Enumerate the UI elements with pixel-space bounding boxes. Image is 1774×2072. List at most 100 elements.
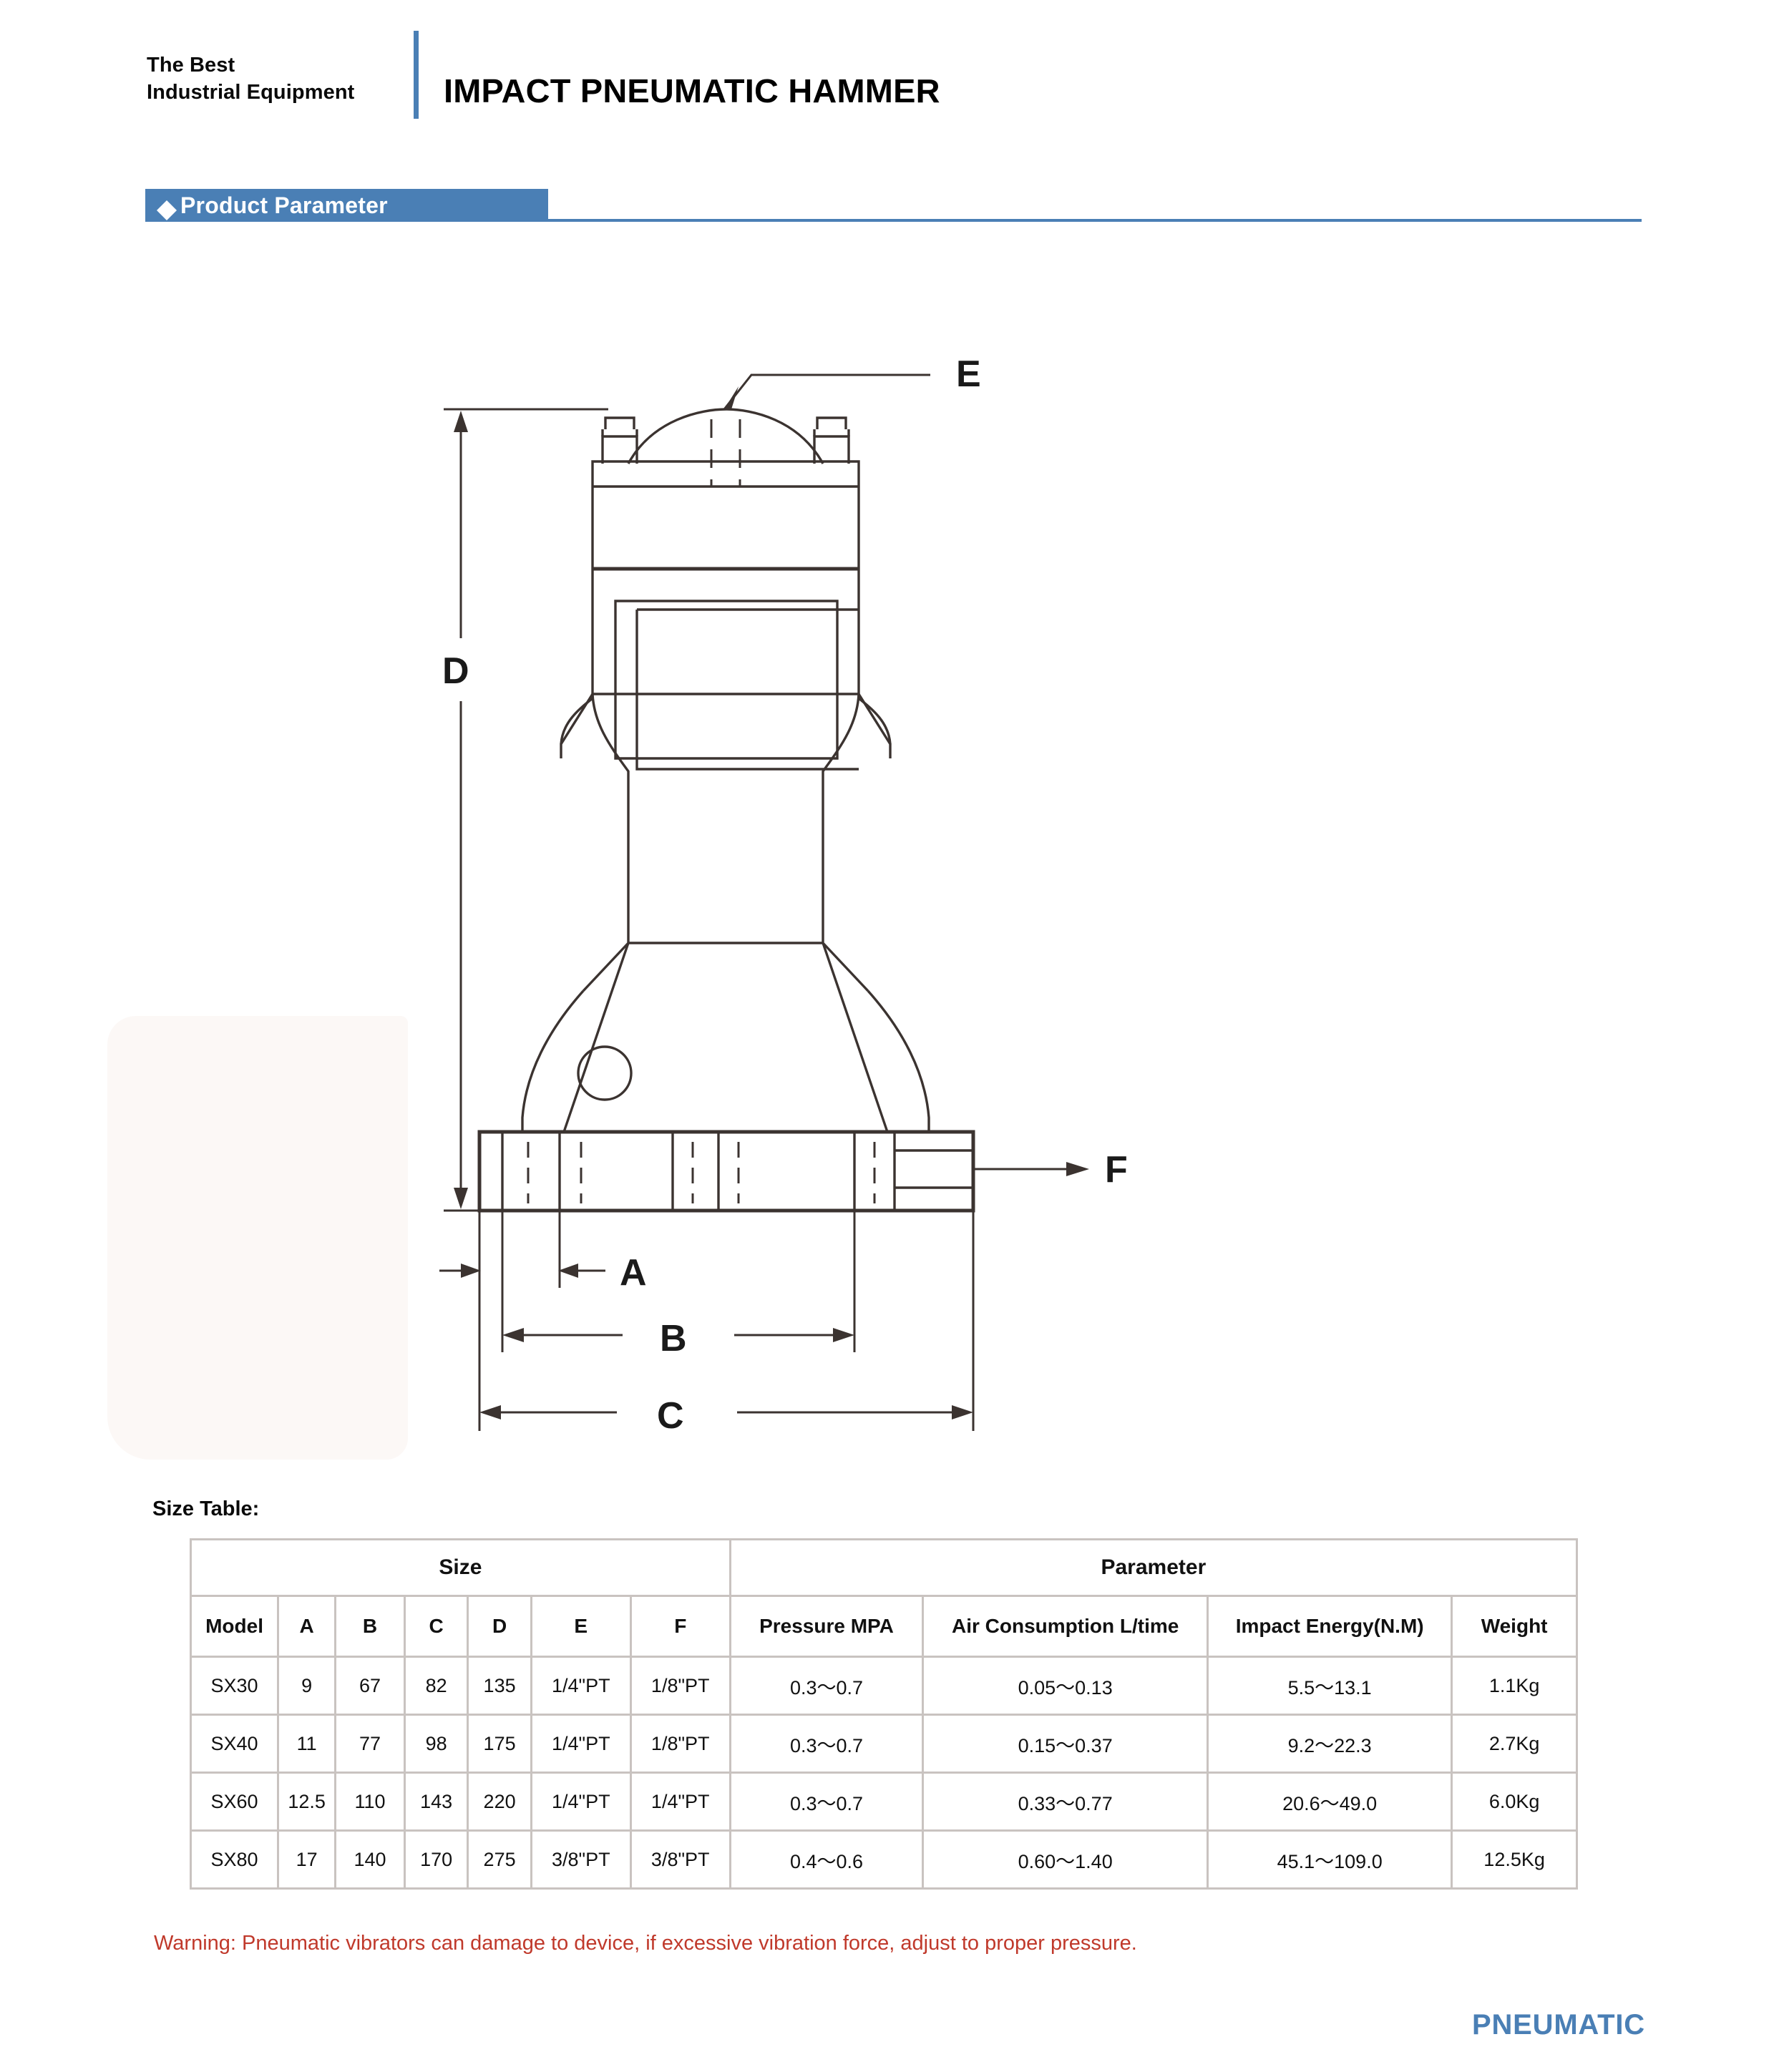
- product-technical-drawing: E D F A: [401, 358, 1259, 1474]
- dimension-label-B: B: [660, 1318, 687, 1359]
- cell-b: 77: [334, 1714, 406, 1774]
- dimension-callout-E: [723, 373, 930, 410]
- cell-pressure: 0.4～0.6: [728, 1829, 925, 1890]
- cell-d: 135: [467, 1656, 532, 1716]
- cell-b: 67: [334, 1656, 406, 1716]
- cell-f: 1/4"PT: [629, 1772, 731, 1832]
- dimension-line-C: [478, 1211, 975, 1431]
- cell-energy: 45.1～109.0: [1207, 1829, 1453, 1890]
- dimension-label-F: F: [1105, 1149, 1128, 1191]
- hammer-dome-cap: [601, 408, 850, 487]
- hammer-neck: [560, 693, 892, 930]
- size-table-heading: Size Table:: [152, 1497, 260, 1520]
- cell-c: 82: [403, 1656, 469, 1716]
- hammer-upper-housing: [591, 460, 860, 695]
- cell-energy: 9.2～22.3: [1207, 1714, 1453, 1774]
- company-tagline-line-1: The Best: [147, 54, 235, 77]
- page-title: IMPACT PNEUMATIC HAMMER: [444, 72, 940, 109]
- table-column-header-row: Model A B C D E F Pressure MPA Air Consu…: [189, 1595, 1578, 1658]
- col-header-c: C: [403, 1595, 469, 1658]
- background-watermark: [107, 1016, 408, 1460]
- dimension-label-C: C: [657, 1395, 684, 1437]
- hammer-base-plate: [477, 1130, 975, 1213]
- spec-table-container: Size Parameter Model A B C D E F Pressur…: [189, 1538, 1579, 1890]
- cell-c: 170: [403, 1829, 469, 1890]
- diamond-icon: [157, 190, 177, 220]
- dimension-line-A: [439, 1211, 605, 1288]
- dimension-line-D: [444, 408, 608, 1212]
- cell-d: 175: [467, 1714, 532, 1774]
- cell-c: 143: [403, 1772, 469, 1832]
- header-vertical-divider: [414, 31, 419, 119]
- cell-d: 220: [467, 1772, 532, 1832]
- table-row: SX30 9 67 82 135 1/4"PT 1/8"PT 0.3～0.7 0…: [189, 1656, 1578, 1716]
- cell-model: SX40: [189, 1714, 280, 1774]
- cell-model: SX30: [189, 1656, 280, 1716]
- table-group-header-row: Size Parameter: [190, 1538, 1579, 1597]
- cell-air: 0.60～1.40: [922, 1829, 1209, 1890]
- specifications-table: Size Parameter Model A B C D E F Pressur…: [189, 1538, 1579, 1890]
- dimension-line-F: [973, 1162, 1089, 1176]
- cell-f: 1/8"PT: [629, 1656, 731, 1716]
- col-header-model: Model: [189, 1595, 280, 1658]
- col-header-air: Air Consumption L/time: [922, 1595, 1209, 1658]
- dimension-label-D: D: [442, 650, 469, 692]
- cell-a: 12.5: [277, 1772, 337, 1832]
- warning-text: Warning: Pneumatic vibrators can damage …: [154, 1932, 1137, 1955]
- dimension-line-B: [501, 1211, 856, 1352]
- col-header-energy: Impact Energy(N.M): [1207, 1595, 1453, 1658]
- cell-air: 0.33～0.77: [922, 1772, 1209, 1832]
- cell-pressure: 0.3～0.7: [728, 1772, 925, 1832]
- cell-a: 11: [277, 1714, 337, 1774]
- cell-pressure: 0.3～0.7: [728, 1714, 925, 1774]
- cell-model: SX60: [189, 1772, 280, 1832]
- company-tagline-line-2: Industrial Equipment: [147, 81, 355, 104]
- company-tagline: The Best Industrial Equipment: [147, 52, 397, 107]
- cell-weight: 2.7Kg: [1451, 1714, 1578, 1774]
- cell-e: 1/4"PT: [530, 1656, 632, 1716]
- col-header-b: B: [334, 1595, 406, 1658]
- cell-b: 110: [334, 1772, 406, 1832]
- group-header-parameter: Parameter: [728, 1538, 1579, 1597]
- cell-b: 140: [334, 1829, 406, 1890]
- section-rule-line: [548, 219, 1642, 222]
- cell-d: 275: [467, 1829, 532, 1890]
- table-row: SX40 11 77 98 175 1/4"PT 1/8"PT 0.3～0.7 …: [189, 1714, 1578, 1774]
- cell-a: 17: [277, 1829, 337, 1890]
- cell-model: SX80: [189, 1829, 280, 1890]
- section-header: Product Parameter: [0, 189, 1774, 222]
- cell-e: 1/4"PT: [530, 1714, 632, 1774]
- cell-energy: 5.5～13.1: [1207, 1656, 1453, 1716]
- footer-brand-label: PNEUMATIC: [1471, 2009, 1645, 2041]
- section-bar-product-parameter: Product Parameter: [145, 189, 548, 222]
- cell-air: 0.05～0.13: [922, 1656, 1209, 1716]
- cell-e: 3/8"PT: [530, 1829, 632, 1890]
- col-header-d: D: [467, 1595, 532, 1658]
- cell-a: 9: [277, 1656, 337, 1716]
- group-header-size: Size: [190, 1538, 731, 1597]
- col-header-f: F: [629, 1595, 731, 1658]
- cell-energy: 20.6～49.0: [1207, 1772, 1453, 1832]
- cell-air: 0.15～0.37: [922, 1714, 1209, 1774]
- table-row: SX60 12.5 110 143 220 1/4"PT 1/4"PT 0.3～…: [189, 1772, 1578, 1832]
- dimension-label-A: A: [620, 1252, 647, 1294]
- page-header: The Best Industrial Equipment IMPACT PNE…: [0, 0, 1774, 157]
- hammer-base-flare: [521, 930, 930, 1133]
- cell-f: 3/8"PT: [629, 1829, 731, 1890]
- cell-c: 98: [403, 1714, 469, 1774]
- col-header-weight: Weight: [1451, 1595, 1578, 1658]
- cell-pressure: 0.3～0.7: [728, 1656, 925, 1716]
- cell-weight: 12.5Kg: [1451, 1829, 1578, 1890]
- col-header-pressure: Pressure MPA: [728, 1595, 925, 1658]
- cell-weight: 1.1Kg: [1451, 1656, 1578, 1716]
- hammer-inner-window: [614, 600, 859, 771]
- col-header-e: E: [530, 1595, 632, 1658]
- cell-weight: 6.0Kg: [1451, 1772, 1578, 1832]
- col-header-a: A: [277, 1595, 337, 1658]
- table-row: SX80 17 140 170 275 3/8"PT 3/8"PT 0.4～0.…: [189, 1829, 1578, 1890]
- dimension-label-E: E: [956, 358, 981, 395]
- port-hole-circle: [577, 1045, 633, 1101]
- cell-e: 1/4"PT: [530, 1772, 632, 1832]
- cell-f: 1/8"PT: [629, 1714, 731, 1774]
- section-title-label: Product Parameter: [180, 192, 388, 218]
